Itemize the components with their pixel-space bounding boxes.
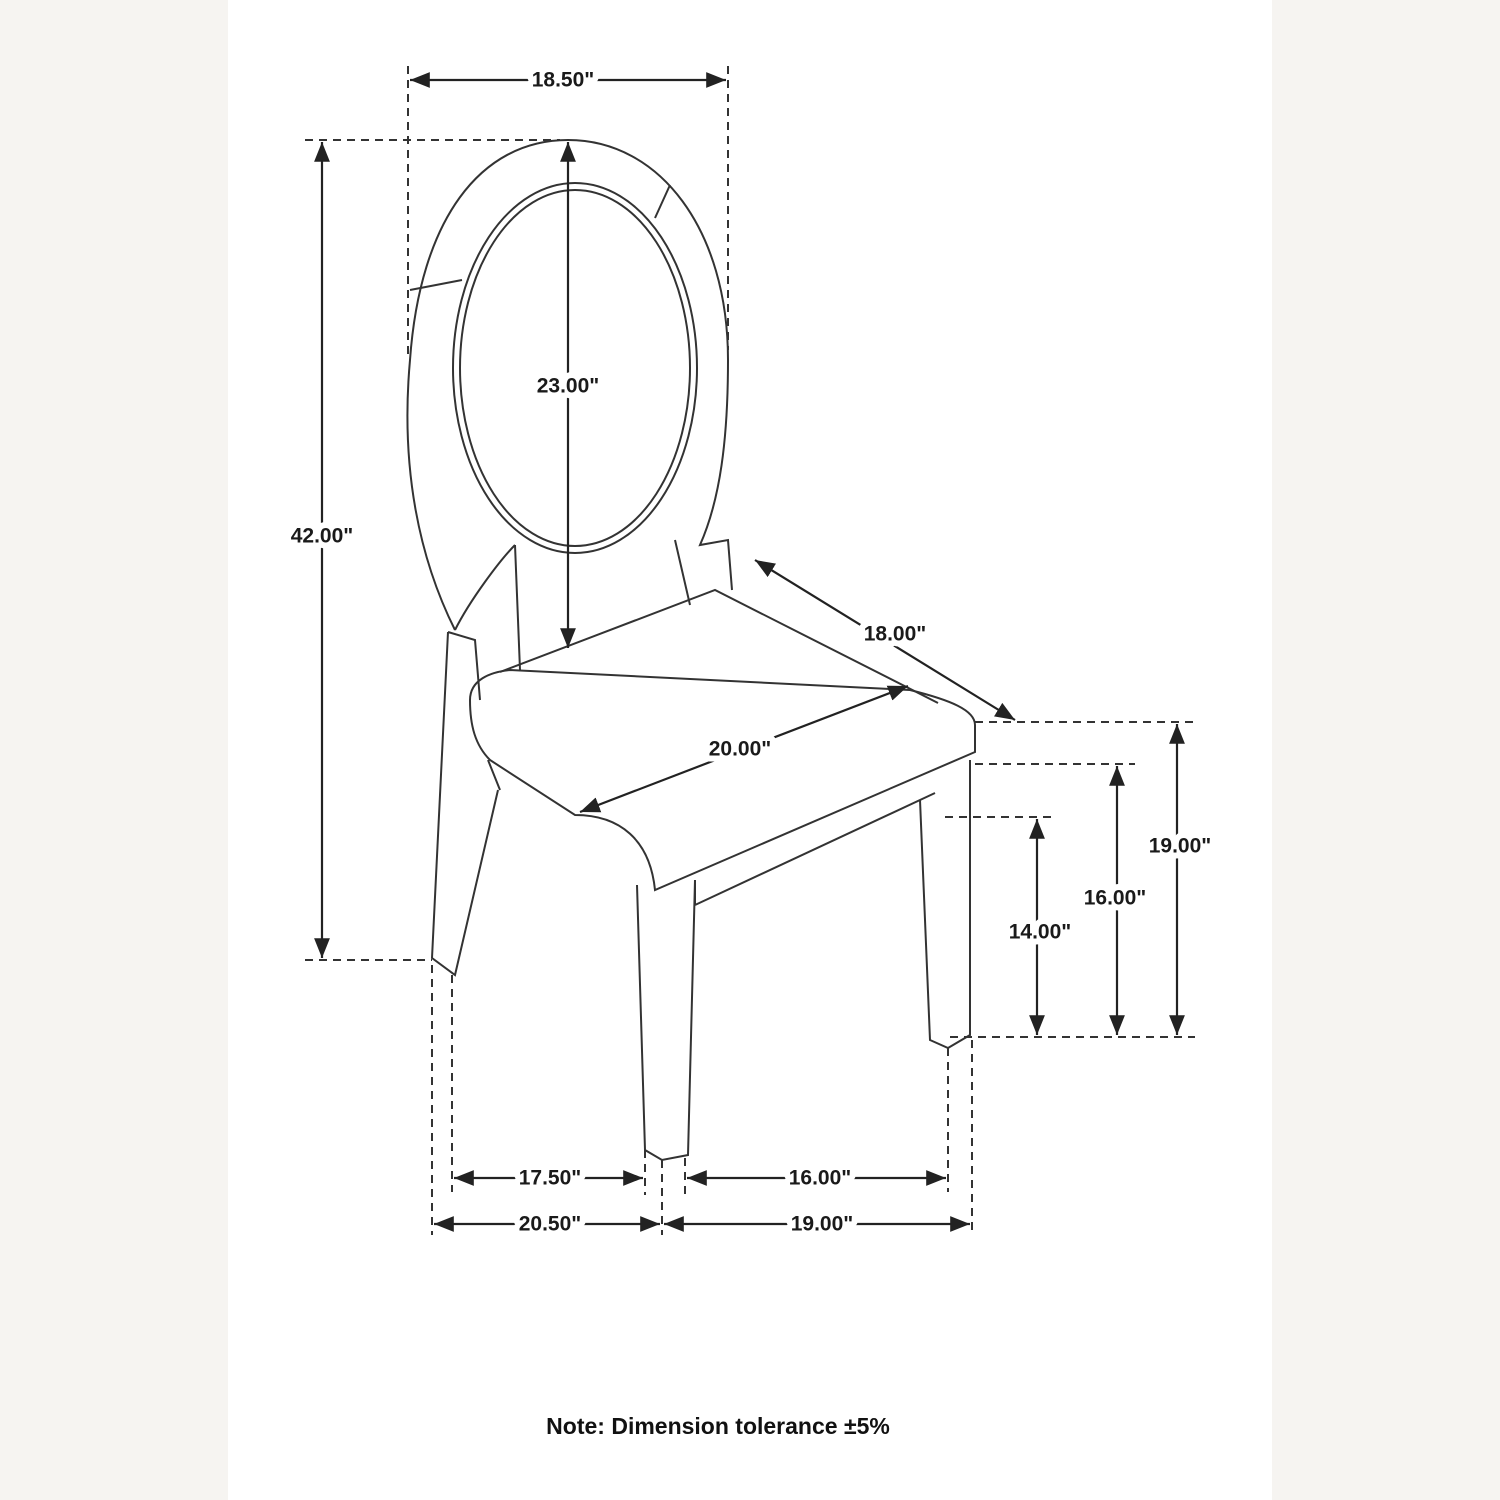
dim-inner-leg-depth: 17.50"	[519, 1167, 582, 1190]
dim-seat-width: 20.00"	[709, 738, 772, 761]
dim-back-panel-height: 23.00"	[537, 375, 600, 398]
dimension-arrows	[314, 72, 1185, 1232]
dim-overall-depth: 20.50"	[519, 1213, 582, 1236]
dim-overall-width: 19.00"	[791, 1213, 854, 1236]
extension-lines	[305, 66, 1195, 1235]
dim-seat-depth: 18.00"	[864, 623, 927, 646]
chair-outline	[406, 138, 976, 1162]
dim-back-width: 18.50"	[532, 69, 595, 92]
dim-overall-height: 42.00"	[291, 525, 354, 548]
dim-seat-height-mid: 16.00"	[1084, 887, 1147, 910]
dim-inner-leg-width: 16.00"	[789, 1167, 852, 1190]
tolerance-note: Note: Dimension tolerance ±5%	[546, 1413, 890, 1439]
dim-seat-height-top: 19.00"	[1149, 835, 1212, 858]
dim-apron-height: 14.00"	[1009, 921, 1072, 944]
